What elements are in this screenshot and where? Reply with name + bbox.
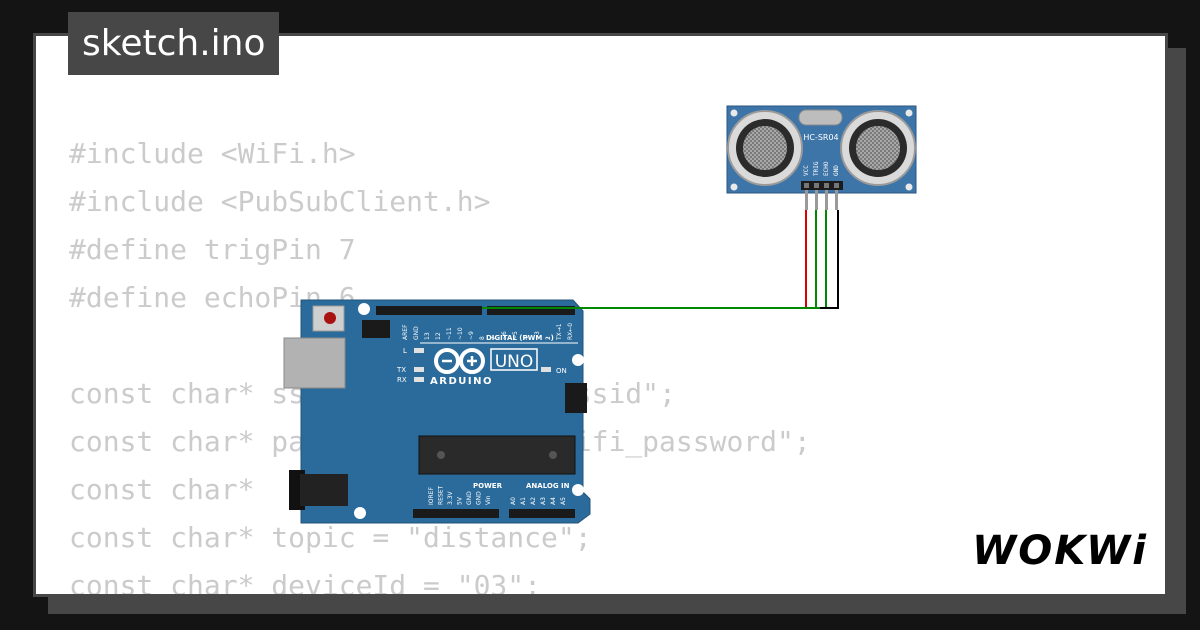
digital-label: DIGITAL (PWM ~) [486, 334, 554, 342]
digital-pin-label: ~5 [512, 331, 519, 340]
digital-pin-label: ~6 [501, 331, 508, 340]
sensor-pin-trig: TRIG [813, 161, 820, 176]
analog-pin-label: A0 [510, 497, 517, 505]
digital-pin-label: 8 [479, 336, 486, 340]
digital-pin-label: GND [413, 326, 420, 340]
file-tab[interactable]: sketch.ino [68, 12, 280, 75]
atmega-chip [418, 435, 576, 475]
sensor-pin-gnd: GND [833, 165, 840, 176]
digital-pin-label: 4 [523, 336, 530, 340]
digital-pin-label: 13 [424, 332, 431, 340]
power-header [413, 509, 499, 518]
transducer-right [840, 110, 916, 186]
digital-header-2 [487, 306, 575, 315]
power-pin-label: 5V [457, 496, 464, 505]
power-pin-label: RESET [438, 485, 445, 505]
analog-pin-label: A3 [540, 497, 547, 505]
digital-pin-label: 7 [490, 336, 497, 340]
ultrasonic-sensor[interactable]: HC-SR04 VCC TRIG ECHO GND [726, 105, 917, 210]
power-label: POWER [473, 482, 503, 490]
digital-pin-label: ~10 [457, 327, 464, 340]
sensor-pin-echo: ECHO [823, 161, 830, 176]
analog-pin-label: A5 [560, 497, 567, 505]
power-pin-label: IOREF [428, 487, 435, 505]
digital-pin-label: ~11 [446, 327, 453, 340]
digital-pin-label: ~9 [468, 331, 475, 340]
reset-button[interactable] [312, 305, 345, 332]
code-line: #include <PubSubClient.h> [69, 185, 491, 218]
wire-echo [497, 210, 827, 309]
analog-label: ANALOG IN [526, 482, 570, 490]
wire-gnd [820, 210, 839, 309]
wire-trig [482, 210, 817, 309]
digital-pin-label: 2 [545, 336, 552, 340]
usb-connector [283, 337, 346, 389]
led-label-l: L [403, 347, 407, 355]
arduino-logo-icon [434, 348, 485, 374]
digital-pin-label: ~3 [534, 331, 541, 340]
digital-header-1 [376, 306, 482, 315]
code-line: const char* deviceId = "03"; [69, 569, 542, 597]
preview-panel: #include <WiFi.h> #include <PubSubClient.… [33, 33, 1168, 597]
board-model: UNO [495, 352, 534, 372]
wokwi-logo: WOKWi [972, 528, 1148, 574]
analog-pin-label: A2 [530, 497, 537, 505]
wires [482, 210, 839, 309]
power-pin-label: GND [476, 491, 483, 505]
digital-pin-label: AREF [402, 324, 409, 340]
sensor-pin-vcc: VCC [803, 165, 810, 176]
code-line: #define trigPin 7 [69, 233, 356, 266]
power-pin-label: 3.3V [447, 490, 454, 505]
board-brand: ARDUINO [430, 376, 493, 387]
analog-pin-label: A1 [520, 497, 527, 505]
analog-header [509, 509, 575, 518]
led-label-rx: RX [397, 376, 407, 384]
transducer-left [727, 110, 803, 186]
code-line: const char* [69, 473, 255, 506]
power-jack [289, 470, 348, 510]
code-line: #define echoPin 6 [69, 281, 356, 314]
digital-pin-label: TX→1 [556, 323, 563, 341]
led-label-tx: TX [396, 366, 406, 374]
on-led-label: ON [556, 367, 567, 375]
code-line: #include <WiFi.h> [69, 137, 356, 170]
power-pin-label: GND [466, 491, 473, 505]
sensor-model-label: HC-SR04 [803, 133, 838, 142]
code-line: const char* topic = "distance"; [69, 521, 592, 554]
wire-vcc [489, 210, 807, 309]
digital-pin-label: 12 [435, 332, 442, 340]
file-tab-label: sketch.ino [82, 23, 266, 64]
digital-pin-label: RX←0 [567, 323, 574, 340]
power-pin-label: Vin [485, 495, 492, 505]
analog-pin-label: A4 [550, 497, 557, 505]
